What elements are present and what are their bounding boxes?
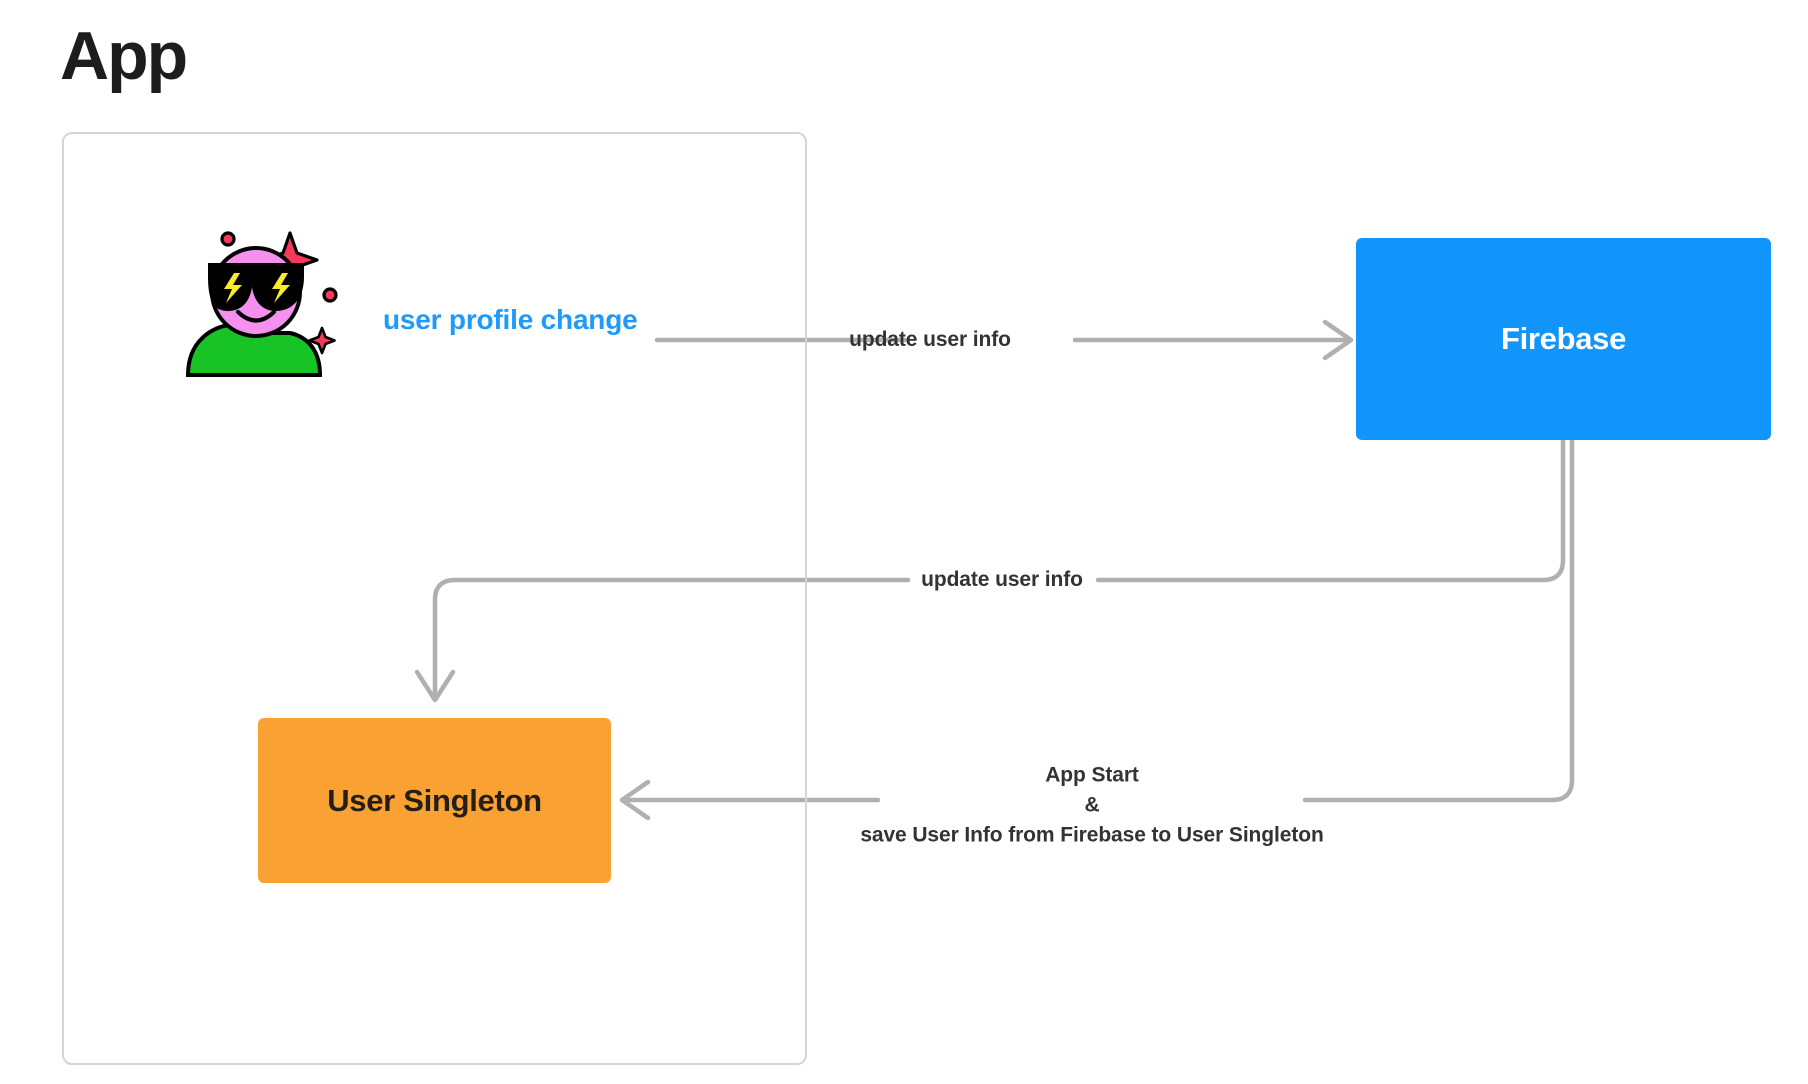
avatar-smile xyxy=(236,310,276,323)
avatar-sparkle-small xyxy=(308,326,336,355)
edge-label-app-start-line2: & xyxy=(1084,793,1100,817)
avatar-bolt-left xyxy=(224,273,242,303)
edge-label-update-user-info-top: update user info xyxy=(849,328,1011,352)
edge-app-start-right-leg xyxy=(1302,437,1575,803)
avatar-bolt-right xyxy=(272,273,290,303)
edge-label-app-start-line3: save User Info from Firebase to User Sin… xyxy=(860,822,1324,846)
edge-label-update-user-info-mid: update user info xyxy=(921,568,1083,592)
edge-update-user-info-arrowhead xyxy=(414,669,456,703)
edge-update-user-info-left-leg xyxy=(432,577,911,698)
app-container-boundary xyxy=(62,132,807,1065)
edge-profile-change-arrowhead xyxy=(1322,319,1354,361)
edge-app-start-arrowhead xyxy=(619,779,651,821)
node-firebase-label: Firebase xyxy=(1500,321,1627,356)
node-user-singleton[interactable]: User Singleton xyxy=(258,718,611,883)
avatar-dot-right xyxy=(322,287,338,303)
edge-label-app-start: App Start & save User Info from Firebase… xyxy=(860,760,1323,849)
edge-update-user-info-right-leg xyxy=(1095,437,1566,583)
edge-label-user-profile-change: user profile change xyxy=(383,304,638,336)
node-user-singleton-label: User Singleton xyxy=(327,782,542,818)
node-firebase[interactable]: Firebase xyxy=(1356,238,1771,440)
avatar-sunglasses xyxy=(208,263,304,311)
avatar-dot-upper xyxy=(220,231,236,247)
page-title: App xyxy=(60,18,188,94)
user-avatar xyxy=(178,215,343,385)
edge-label-app-start-line1: App Start xyxy=(1045,763,1139,787)
